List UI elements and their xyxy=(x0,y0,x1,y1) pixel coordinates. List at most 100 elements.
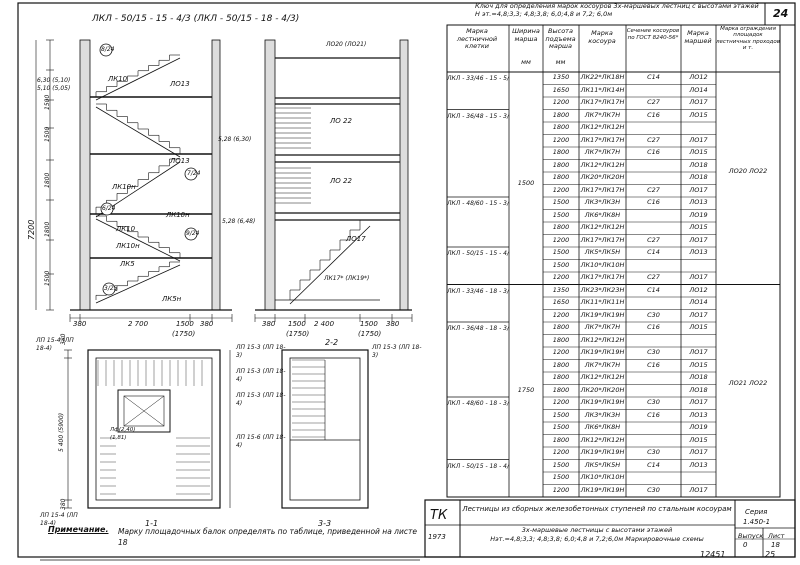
row-8-march: ЛО18 xyxy=(689,174,708,181)
row-23-march: ЛО15 xyxy=(689,361,708,369)
row-4-kosour: ЛК12*ЛК12Н xyxy=(580,124,625,131)
row-1-march: ЛО14 xyxy=(689,86,708,94)
note-title: Примечание. xyxy=(48,525,109,534)
row-30-sec: С30 xyxy=(647,449,660,456)
row-13-sec: С27 xyxy=(647,236,660,244)
width-1750: 1750 xyxy=(517,387,535,394)
row-29-kosour: ЛК12*ЛК12Н xyxy=(580,436,625,444)
row-9-sec: С27 xyxy=(647,186,660,194)
row-13-march: ЛО17 xyxy=(689,236,708,244)
row-25-h: 1800 xyxy=(552,386,570,394)
row-2-h: 1200 xyxy=(552,99,570,106)
plan-label-bottom-left: ЛП 15-4 (ЛП 18-4) xyxy=(40,512,78,527)
row-9-march: ЛО17 xyxy=(689,186,708,194)
line-150 xyxy=(95,264,181,304)
rect-60 xyxy=(211,39,221,311)
row-13-h: 1200 xyxy=(552,236,570,244)
row-5-kosour: ЛК17*ЛК17Н xyxy=(580,136,625,144)
row-8-kosour: ЛК20*ЛК20Н xyxy=(580,174,625,181)
row-6-h: 1800 xyxy=(552,149,570,156)
row-7-h: 1800 xyxy=(552,161,570,169)
row-29-h: 1800 xyxy=(552,436,570,444)
stamp-year: 1973 xyxy=(428,533,446,541)
header-section: Сечение косоуров по ГОСТ 8240-56* xyxy=(626,28,680,41)
row-20-stair: ЛКЛ - 36/48 - 18 - 3/3 xyxy=(447,325,509,332)
flight-mark-2: ЛО13 xyxy=(170,80,190,88)
row-13-kosour: ЛК17*ЛК17Н xyxy=(580,236,625,244)
row-5-h: 1200 xyxy=(552,136,570,144)
row-19-sec: С30 xyxy=(647,311,660,319)
row-10-stair: ЛКЛ - 48/60 - 15 - 3/4 xyxy=(447,200,509,207)
row-32-kosour: ЛК10*ЛК10Н xyxy=(580,474,625,481)
elev-right-1: 5,28 (6,30) xyxy=(218,136,252,143)
row-9-kosour: ЛК17*ЛК17Н xyxy=(580,186,625,194)
level-label-2: 5,10 (5,05) xyxy=(37,85,71,92)
row-0-march: ЛО12 xyxy=(689,74,708,81)
row-8-h: 1800 xyxy=(552,174,570,181)
dim-bottom-3: 1500 xyxy=(176,320,194,328)
row-6-march: ЛО15 xyxy=(689,149,708,156)
row-31-kosour: ЛК5*ЛК5Н xyxy=(584,461,621,469)
row-18-march: ЛО14 xyxy=(689,299,708,306)
rect-226 xyxy=(95,357,213,501)
mid-dim-alt-1: (1750) xyxy=(286,330,310,338)
row-17-h: 1350 xyxy=(552,286,570,294)
height-1: 1500 xyxy=(44,94,51,110)
stamp-title-2: 3х-маршевые лестницы с высотами этажей xyxy=(521,526,673,534)
flight-mark-5: ЛК10н xyxy=(166,211,190,219)
level-label-1: 6,30 (5,10) xyxy=(37,77,71,84)
row-26-march: ЛО17 xyxy=(689,399,708,406)
row-11-kosour: ЛК6*ЛК8Н xyxy=(584,211,621,219)
flight-mark-8: ЛК5 xyxy=(120,260,135,268)
row-17-march: ЛО12 xyxy=(689,286,708,294)
rect-51 xyxy=(424,499,796,558)
circle-155 xyxy=(102,282,116,296)
row-23-sec: С16 xyxy=(647,361,660,369)
row-28-kosour: ЛК6*ЛК8Н xyxy=(584,424,621,431)
row-21-kosour: ЛК12*ЛК12Н xyxy=(580,336,625,344)
section-label-3-3: 3-3 xyxy=(318,519,332,528)
plan-label-right-2: ЛП 15-3 (ЛП 18-4) xyxy=(236,368,286,383)
stamp-title-3: Нэт.=4,8;3,3; 4,8;3,8; 6,0;4,8 и 7,2;6,0… xyxy=(490,535,704,543)
mid-dim-3: 2 400 xyxy=(314,320,335,328)
row-23-kosour: ЛК7*ЛК7Н xyxy=(584,361,621,369)
row-28-march: ЛО19 xyxy=(689,424,708,431)
row-1-h: 1650 xyxy=(552,86,570,94)
bottom-number-right: 25 xyxy=(765,550,776,559)
mid-top-label: ЛО20 (ЛО21) xyxy=(326,41,367,48)
stamp-series-label: Серия xyxy=(745,508,768,516)
rect-267 xyxy=(281,349,369,509)
row-26-kosour: ЛК19*ЛК19Н xyxy=(580,399,625,406)
row-18-h: 1650 xyxy=(552,299,570,306)
circle-label-1: 8/24 xyxy=(101,46,115,53)
circle-152 xyxy=(184,167,198,181)
line-99 xyxy=(95,106,181,158)
row-3-h: 1800 xyxy=(552,111,570,119)
row-3-march: ЛО15 xyxy=(689,111,708,119)
mid-mark-4: ЛК17* (ЛК19*) xyxy=(324,275,370,282)
row-32-h: 1500 xyxy=(552,474,570,481)
row-31-march: ЛО13 xyxy=(689,461,708,469)
row-2-sec: С27 xyxy=(647,99,660,106)
header-kosour: Марка косоура xyxy=(588,29,616,45)
mid-dim-5: 380 xyxy=(386,320,400,328)
row-33-sec: С30 xyxy=(647,486,660,494)
row-0-kosour: ЛК22*ЛК18Н xyxy=(580,74,625,81)
rect-227 xyxy=(117,389,171,433)
line-217 xyxy=(289,225,371,305)
row-5-march: ЛО17 xyxy=(689,136,708,144)
elev-right-2: 5,28 (6,48) xyxy=(222,218,256,225)
plan-label-inner2: Лф(2,40) (1,81) xyxy=(110,427,136,441)
row-17-kosour: ЛК23*ЛК23Н xyxy=(580,286,625,294)
row-20-march: ЛО15 xyxy=(689,324,708,331)
mid-dim-alt-2: (1750) xyxy=(358,330,382,338)
plan-label-right-4: ЛП 15-6 (ЛП 18-4) xyxy=(236,434,286,449)
row-26-sec: С30 xyxy=(647,399,660,406)
row-6-kosour: ЛК7*ЛК7Н xyxy=(584,149,621,156)
plan-label-right-1: ЛП 15-3 (ЛП 18-3) xyxy=(236,344,286,359)
row-2-march: ЛО17 xyxy=(689,99,708,106)
stamp-title-1: Лестницы из сборных железобетонных ступе… xyxy=(462,505,732,513)
row-30-kosour: ЛК19*ЛК19Н xyxy=(580,449,625,456)
